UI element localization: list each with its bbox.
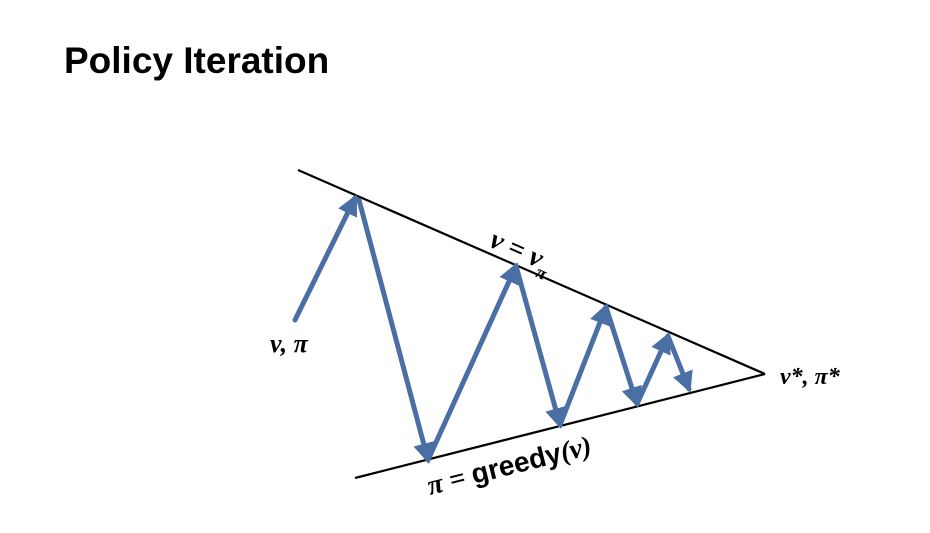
arrow-eval-4 [634, 332, 671, 407]
arrow-eval-1 [292, 194, 358, 323]
slide-title: Policy Iteration [64, 40, 330, 81]
start-label: v, π [270, 329, 309, 358]
greedy-policy-label: π = greedy(v) [424, 430, 595, 502]
arrow-eval-3 [557, 303, 610, 428]
converged-label: v*, π* [780, 364, 841, 390]
arrow-improve-3 [603, 304, 642, 409]
arrow-improve-1 [356, 197, 434, 465]
arrow-eval-2 [425, 262, 519, 463]
iteration-arrows [292, 194, 693, 465]
arrow-improve-2 [513, 263, 566, 430]
value-function-line [297, 168, 766, 376]
arrow-improve-4 [665, 333, 693, 393]
